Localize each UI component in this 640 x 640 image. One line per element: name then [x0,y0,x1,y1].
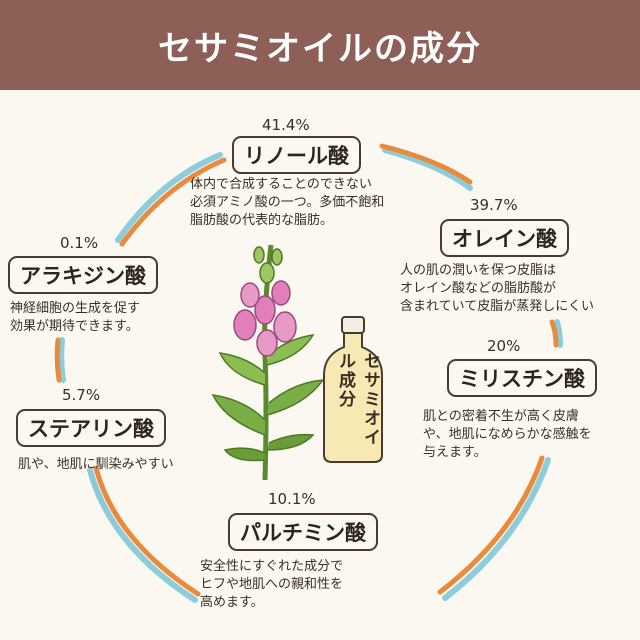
stearic-description: 肌や、地肌に馴染みやすい [18,457,174,472]
ring-arc-right [554,319,563,348]
myristic-label: ミリスチン酸 [447,359,597,397]
myristic-description: 肌との密着不生が高く皮膚 や、地肌になめらかな感触を 与えます。 [423,409,592,460]
arachidic-label: アラキジン酸 [8,256,158,294]
palmitic-label: パルチミン酸 [228,513,378,551]
linoleic-label: リノール酸 [232,136,361,174]
stearic-percent: 5.7% [62,386,101,404]
arachidic-description: 神経細胞の生成を促す 効果が期待できます。 [10,301,141,334]
ring-arc-bottom-left [87,467,198,603]
ring-arc-top-left [115,152,223,243]
ring-arc-bottom-right [442,457,551,601]
oleic-percent: 39.7% [470,196,518,214]
palmitic-description: 安全性にすぐれた成分で ヒフや地肌への親和性を 高めます。 [200,559,344,610]
bottle-label: セサミオイル成分 [335,352,380,447]
page-title: セサミオイルの成分 [0,0,640,90]
linoleic-percent: 41.4% [262,116,310,134]
linoleic-description: 体内で合成することのできない 必須アミノ酸の一つ。多価不飽和 脂肪酸の代表的な脂… [190,177,385,228]
arachidic-percent: 0.1% [60,234,99,252]
oleic-label: オレイン酸 [440,219,569,257]
palmitic-percent: 10.1% [268,490,316,508]
oleic-description: 人の肌の潤いを保つ皮脂は オレイン酸などの脂肪酸が 含まれていて皮脂が蒸発しにく… [400,263,594,314]
oil-bottle-illustration [323,316,383,463]
myristic-percent: 20% [487,337,521,355]
stearic-label: ステアリン酸 [16,409,166,447]
ring-arc-left [58,337,66,383]
sesame-plant-illustration [211,244,325,480]
ring-arc-top-right [382,147,473,191]
